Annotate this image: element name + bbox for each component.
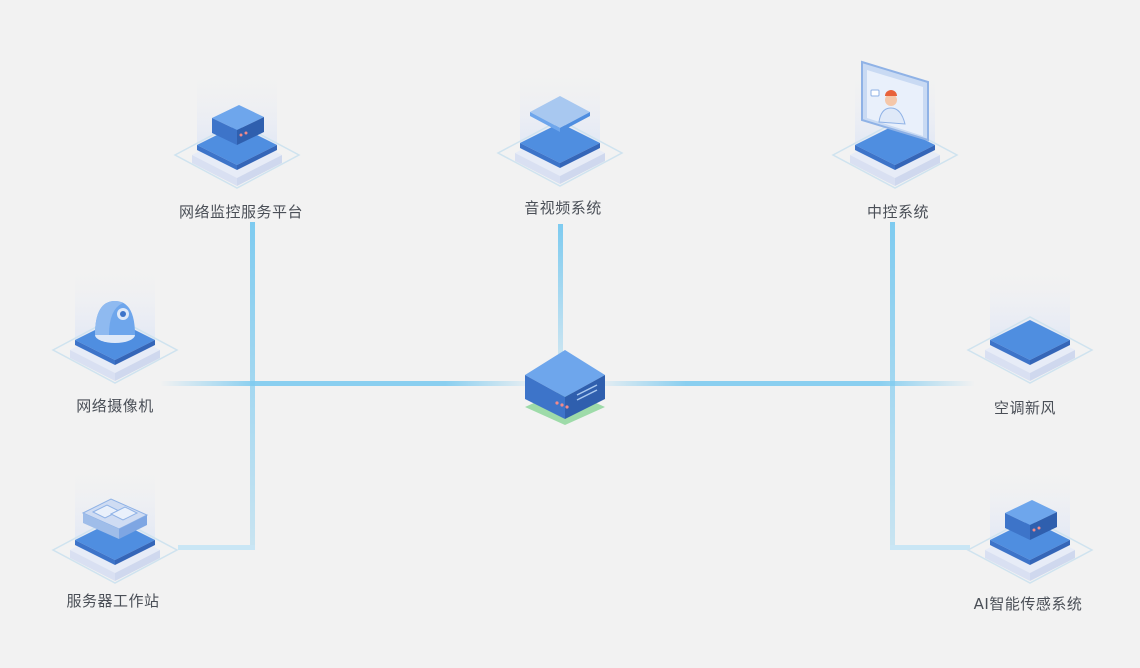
video-call-screen-icon	[861, 60, 929, 142]
node-hvac	[966, 260, 1094, 384]
label-av-system: 音视频系统	[524, 199, 602, 217]
node-av-system	[496, 63, 624, 187]
label-central-control: 中控系统	[866, 203, 930, 221]
label-ai-sensor: AI智能传感系统	[973, 595, 1083, 613]
rack-server-icon	[81, 498, 149, 539]
label-server-workstation: 服务器工作站	[66, 592, 160, 610]
bus-left	[160, 381, 540, 386]
network-switch-icon	[525, 350, 605, 419]
central-switch-hub	[525, 350, 605, 425]
link-monitor-platform	[250, 222, 255, 550]
label-ip-camera: 网络摄像机	[76, 397, 154, 415]
label-monitor-platform: 网络监控服务平台	[178, 203, 304, 221]
link-central-control	[890, 222, 895, 550]
node-server-workstation	[51, 460, 179, 584]
node-central-control	[831, 60, 959, 189]
label-hvac: 空调新风	[993, 399, 1057, 417]
link-av-system	[558, 224, 563, 354]
link-server-workstation	[178, 545, 255, 550]
dome-camera-icon	[95, 301, 135, 343]
flat-panel-icon	[530, 96, 590, 132]
server-box-icon	[212, 105, 264, 145]
node-ip-camera	[51, 260, 179, 384]
node-monitor-platform	[173, 65, 301, 189]
bus-right	[590, 381, 975, 386]
link-ai-sensor	[890, 545, 970, 550]
server-box-icon	[1005, 500, 1057, 540]
node-ai-sensor	[966, 460, 1094, 584]
